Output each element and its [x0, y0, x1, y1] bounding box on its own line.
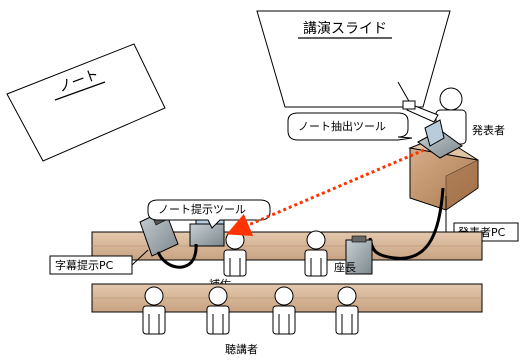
presenter-label: 発表者	[472, 123, 505, 137]
note-display-tool-callout: ノート提示ツール	[147, 199, 271, 229]
note-display-tool-label: ノート提示ツール	[158, 203, 246, 216]
note-screen: ノート	[6, 43, 166, 162]
slide-screen: 講演スライド	[256, 10, 451, 108]
chair-device	[345, 235, 373, 275]
audience-figure-1	[142, 286, 166, 335]
caption-pc-callout: 字幕提示PC	[49, 249, 149, 275]
note-extract-tool-callout: ノート抽出ツール	[287, 112, 413, 141]
audience-label: 聴講者	[225, 342, 258, 356]
note-transfer-arrow	[226, 148, 425, 236]
presenter-laptop	[417, 119, 463, 159]
chair-figure	[304, 230, 328, 277]
audience-figure-3	[272, 286, 296, 335]
chair-label: 座長	[334, 260, 356, 274]
note-extract-tool-label: ノート抽出ツール	[298, 119, 386, 133]
presenter-cable	[368, 187, 445, 260]
pointer-stick	[397, 81, 411, 104]
caption-pc-cable	[156, 243, 198, 269]
assistant-figure	[223, 230, 247, 277]
slide-screen-label: 講演スライド	[303, 21, 387, 37]
audience-figure-2	[206, 286, 230, 335]
audience-figure-4	[335, 286, 359, 335]
caption-pc-label: 字幕提示PC	[55, 258, 114, 272]
